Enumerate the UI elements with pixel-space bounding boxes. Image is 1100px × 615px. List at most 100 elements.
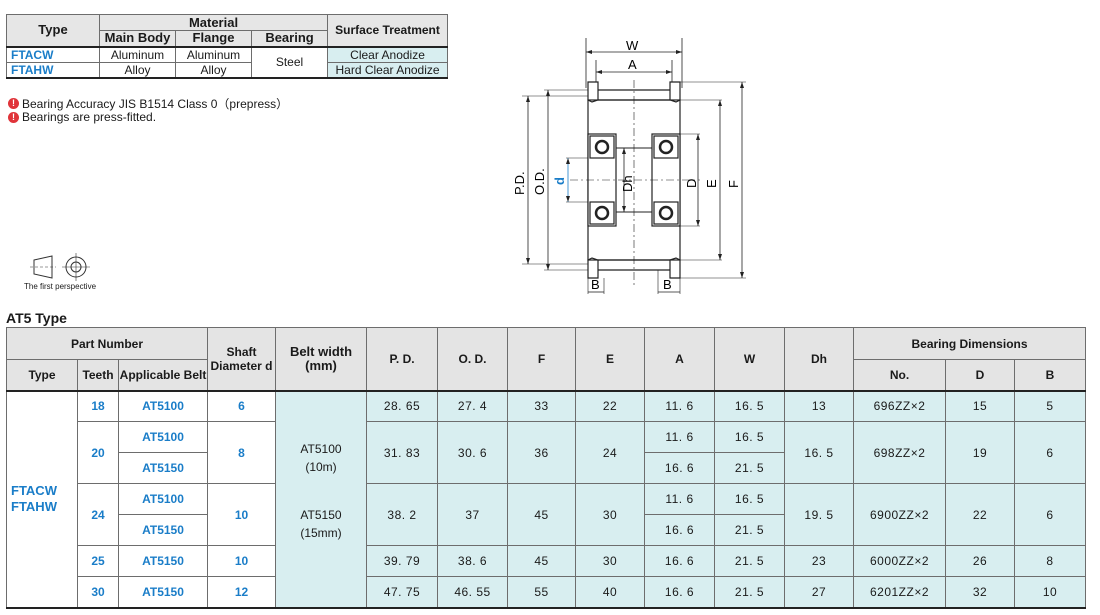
belt-cell: AT5100 — [118, 421, 208, 453]
w-cell: 16. 5 — [714, 421, 785, 453]
pd-cell: 38. 2 — [366, 483, 438, 546]
shaft-cell: 10 — [207, 483, 276, 546]
table-row: AT5150 16. 6 21. 5 — [7, 514, 1086, 546]
header-belt-width-l1: Belt width — [289, 343, 353, 359]
pd-cell: 28. 65 — [366, 390, 438, 422]
material-header-type: Type — [6, 14, 100, 48]
bearing-no-cell: 6900ZZ×2 — [853, 483, 946, 546]
material-main-body-1: Aluminum — [99, 46, 176, 63]
a-cell: 16. 6 — [644, 576, 715, 609]
teeth-cell: 30 — [77, 576, 119, 609]
label-pd: P.D. — [512, 171, 527, 195]
od-cell: 27. 4 — [437, 390, 508, 422]
od-cell: 30. 6 — [437, 421, 508, 484]
bearing-d-cell: 32 — [945, 576, 1015, 609]
bearing-b-cell: 6 — [1013, 421, 1087, 484]
header-belt-width: Belt width (mm) — [275, 327, 367, 392]
bearing-no-cell: 696ZZ×2 — [853, 390, 946, 422]
material-type-ftahw: FTAHW — [6, 61, 100, 79]
header-bearing-no: No. — [853, 359, 946, 392]
teeth-cell: 20 — [77, 421, 119, 484]
header-pd: P. D. — [366, 327, 438, 392]
table-row: AT5150 16. 6 21. 5 — [7, 452, 1086, 484]
bearing-b-cell: 8 — [1013, 545, 1087, 577]
f-cell: 45 — [507, 545, 576, 577]
header-bearing-dimensions: Bearing Dimensions — [852, 327, 1087, 360]
belt-cell: AT5150 — [118, 576, 208, 609]
dh-cell: 27 — [784, 576, 854, 609]
caution-icon: ! — [8, 111, 19, 123]
a-cell: 11. 6 — [644, 390, 715, 422]
od-cell: 46. 55 — [437, 576, 508, 609]
w-cell: 21. 5 — [714, 576, 785, 609]
note-text: Bearings are press-fitted. — [22, 110, 157, 124]
f-cell: 45 — [507, 483, 576, 546]
a-cell: 16. 6 — [644, 452, 715, 484]
f-cell: 36 — [507, 421, 576, 484]
material-main-body-2: Alloy — [99, 61, 176, 79]
perspective-label: The first perspective — [24, 282, 97, 291]
f-cell: 33 — [507, 390, 576, 422]
material-surface-1: Clear Anodize — [327, 46, 449, 63]
belt-cell: AT5100 — [118, 390, 208, 422]
material-header-flange: Flange — [175, 30, 252, 48]
pd-cell: 31. 83 — [366, 421, 438, 484]
header-w: W — [714, 327, 785, 392]
table-row: 25 AT5150 10 39. 79 38. 6 45 30 16. 6 21… — [7, 545, 1087, 577]
header-od: O. D. — [437, 327, 508, 392]
a-cell: 16. 6 — [644, 514, 715, 546]
first-angle-projection-icon — [30, 253, 90, 281]
w-cell: 21. 5 — [714, 514, 785, 546]
bearing-no-cell: 698ZZ×2 — [853, 421, 946, 484]
note-press-fitted: ! Bearings are press-fitted. — [8, 110, 156, 124]
header-type: Type — [6, 359, 78, 392]
belt-width-2: AT5150 — [300, 508, 342, 522]
w-cell: 16. 5 — [714, 483, 785, 515]
material-flange-1: Aluminum — [175, 46, 252, 63]
material-table: Type Material Surface Treatment Main Bod… — [6, 14, 449, 79]
material-header-material: Material — [98, 14, 329, 31]
label-b-left: B — [591, 277, 600, 292]
header-dh: Dh — [784, 327, 854, 392]
header-shaft-diameter: Shaft Diameter d — [207, 327, 276, 392]
table-row: 24 AT5100 10 38. 2 37 45 30 11. 6 16. 5 … — [7, 483, 1087, 546]
material-header-main-body: Main Body — [99, 30, 176, 48]
belt-width-1-mm: (10m) — [305, 460, 337, 474]
belt-width-cell: AT5100 (10m) AT5150 (15mm) — [275, 390, 367, 609]
od-cell: 38. 6 — [437, 545, 508, 577]
label-f: F — [726, 180, 741, 188]
table-row: 20 AT5100 8 31. 83 30. 6 36 24 11. 6 16.… — [7, 421, 1087, 484]
header-bearing-d: D — [945, 359, 1015, 392]
material-surface-2: Hard Clear Anodize — [327, 61, 449, 79]
header-shaft-l2: Diameter d — [210, 358, 273, 373]
belt-cell: AT5150 — [118, 545, 208, 577]
material-type-ftacw: FTACW — [6, 46, 100, 63]
w-cell: 21. 5 — [714, 452, 785, 484]
e-cell: 24 — [575, 421, 645, 484]
e-cell: 30 — [575, 545, 645, 577]
teeth-cell: 24 — [77, 483, 119, 546]
table-row: 30 AT5150 12 47. 75 46. 55 55 40 16. 6 2… — [7, 576, 1087, 609]
material-header-surface: Surface Treatment — [327, 14, 449, 48]
caution-icon: ! — [8, 98, 19, 109]
w-cell: 21. 5 — [714, 545, 785, 577]
header-bearing-b: B — [1013, 359, 1087, 392]
od-cell: 37 — [437, 483, 508, 546]
shaft-cell: 8 — [207, 421, 276, 484]
section-title: AT5 Type — [6, 310, 67, 326]
spec-table: Part Number Shaft Diameter d Belt width … — [6, 327, 1087, 609]
teeth-cell: 25 — [77, 545, 119, 577]
pd-cell: 47. 75 — [366, 576, 438, 609]
e-cell: 30 — [575, 483, 645, 546]
material-bearing: Steel — [250, 46, 329, 79]
shaft-cell: 10 — [207, 545, 276, 577]
dh-cell: 13 — [784, 390, 854, 422]
belt-width-2-mm: (15mm) — [300, 526, 342, 540]
header-applicable-belt: Applicable Belt — [118, 359, 208, 392]
a-cell: 16. 6 — [644, 545, 715, 577]
label-od: O.D. — [532, 168, 547, 195]
bearing-no-cell: 6201ZZ×2 — [853, 576, 946, 609]
dh-cell: 16. 5 — [784, 421, 854, 484]
dh-cell: 23 — [784, 545, 854, 577]
w-cell: 16. 5 — [714, 390, 785, 422]
